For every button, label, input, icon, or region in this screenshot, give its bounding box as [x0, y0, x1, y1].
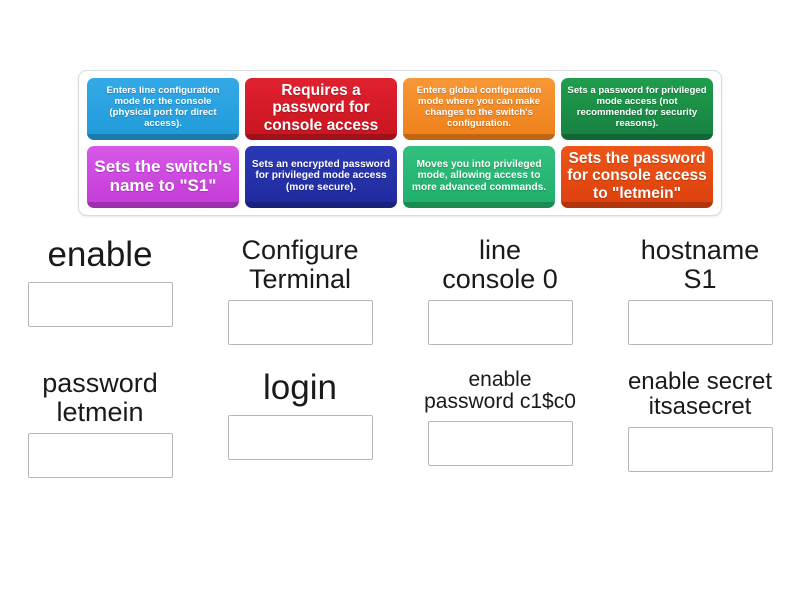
slot-enable-secret-dropzone[interactable]: [627, 426, 773, 472]
answer-tile-7[interactable]: Moves you into privileged mode, allowing…: [403, 146, 555, 208]
slot-line-console-0-dropzone[interactable]: [427, 300, 573, 346]
answer-tile-8[interactable]: Sets the password for console access to …: [561, 146, 713, 208]
slot-hostname-s1-dropzone[interactable]: [627, 300, 773, 346]
answer-tile-1-text: Enters line configuration mode for the c…: [106, 85, 220, 129]
slot-enable: enable: [0, 236, 200, 369]
slot-enable-label: enable: [47, 235, 153, 274]
answer-tile-5[interactable]: Sets the switch's name to "S1": [87, 146, 239, 208]
answer-tile-4[interactable]: Sets a password for privileged mode acce…: [561, 78, 713, 140]
slot-password-letmein: password letmein: [0, 369, 200, 502]
slot-enable-secret: enable secret itsasecret: [600, 369, 800, 502]
slot-configure-terminal-label: Configure Terminal: [241, 235, 359, 294]
slot-enable-password-dropzone[interactable]: [427, 420, 573, 466]
slot-password-letmein-dropzone[interactable]: [27, 433, 173, 479]
answer-tile-4-text: Sets a password for privileged mode acce…: [567, 85, 707, 129]
answer-tile-1[interactable]: Enters line configuration mode for the c…: [87, 78, 239, 140]
slot-line-console-0-label: line console 0: [442, 235, 558, 294]
slot-configure-terminal: Configure Terminal: [200, 236, 400, 369]
slot-login: login: [200, 369, 400, 502]
slot-login-label: login: [263, 368, 337, 407]
answer-tile-2-text: Requires a password for console access: [263, 81, 379, 134]
slot-line-console-0: line console 0: [400, 236, 600, 369]
slot-enable-password: enable password c1$c0: [400, 368, 600, 502]
answer-tiles-tray: Enters line configuration mode for the c…: [78, 70, 722, 216]
slot-password-letmein-label: password letmein: [42, 368, 158, 427]
slot-login-dropzone[interactable]: [227, 415, 373, 461]
slot-enable-dropzone[interactable]: [27, 282, 173, 328]
answer-tile-5-text: Sets the switch's name to "S1": [94, 156, 232, 195]
answer-tile-6-text: Sets an encrypted password for privilege…: [251, 158, 391, 193]
answer-tile-2[interactable]: Requires a password for console access: [245, 78, 397, 140]
answer-tile-8-text: Sets the password for console access to …: [567, 149, 707, 202]
slot-configure-terminal-dropzone[interactable]: [227, 300, 373, 346]
answer-slots-grid: enable Configure Terminal line console 0…: [0, 236, 800, 502]
slot-hostname-s1-label: hostname S1: [640, 235, 760, 294]
slot-enable-secret-label: enable secret itsasecret: [627, 368, 773, 421]
slot-enable-password-label: enable password c1$c0: [424, 368, 576, 414]
answer-tile-7-text: Moves you into privileged mode, allowing…: [411, 158, 547, 193]
answer-tile-3[interactable]: Enters global configuration mode where y…: [403, 78, 555, 140]
answer-tile-3-text: Enters global configuration mode where y…: [416, 85, 542, 129]
answer-tile-6[interactable]: Sets an encrypted password for privilege…: [245, 146, 397, 208]
slot-hostname-s1: hostname S1: [600, 236, 800, 369]
